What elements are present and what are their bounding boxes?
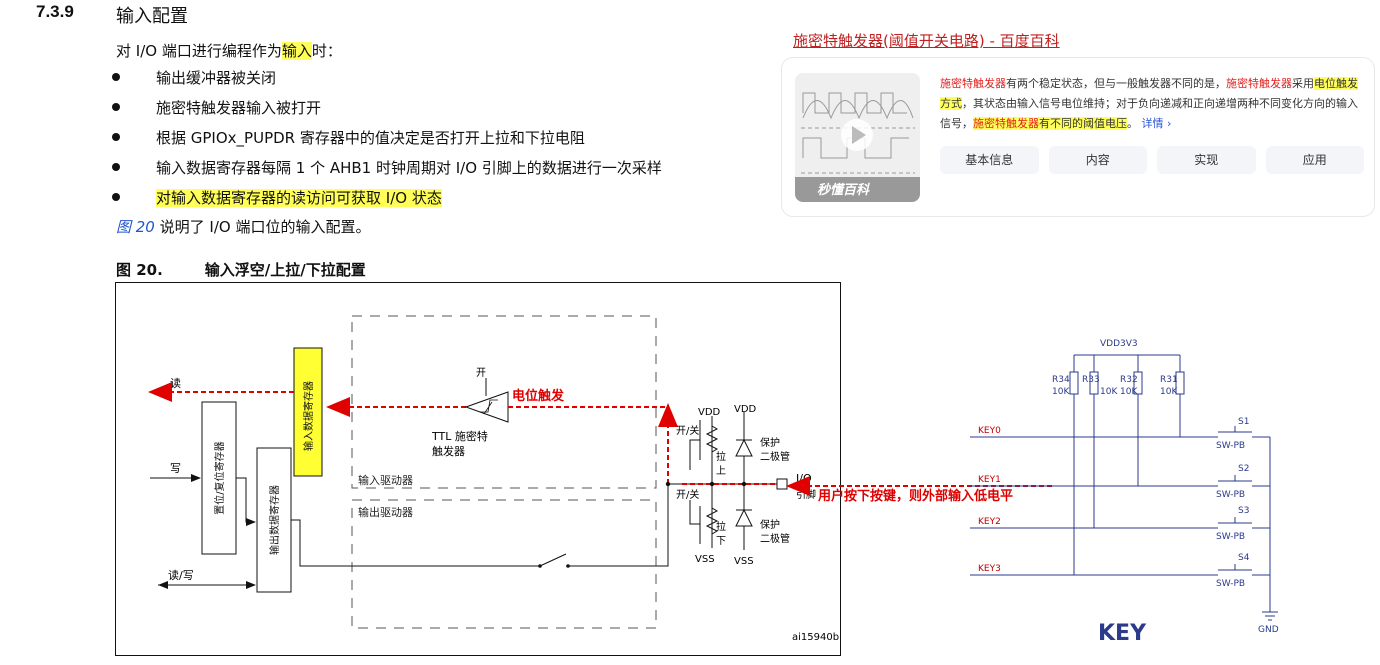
key-schematic <box>970 354 1278 621</box>
figure-box <box>115 282 841 656</box>
intro-text: 对 I/O 端口进行编程作为输入时： <box>116 40 342 61</box>
svg-text:VDD: VDD <box>698 407 721 418</box>
input-data-register <box>293 347 323 477</box>
intro-prefix: 对 I/O 端口进行编程作为 <box>116 42 282 60</box>
list-item: 输出缓冲器被关闭 <box>112 68 662 98</box>
annotation-key: 用户按下按键，则外部输入低电平 <box>817 488 1013 504</box>
tab-implementation[interactable]: 实现 <box>1157 146 1256 174</box>
svg-text:引脚: 引脚 <box>796 488 816 501</box>
svg-text:SW-PB: SW-PB <box>1216 532 1245 542</box>
section-title: 输入配置 <box>116 6 188 27</box>
svg-text:拉: 拉 <box>716 520 726 533</box>
io-pin <box>776 478 788 490</box>
svg-text:R31: R31 <box>1160 375 1178 385</box>
svg-text:输入数据寄存器: 输入数据寄存器 <box>302 381 315 451</box>
svg-text:触发器: 触发器 <box>432 444 465 458</box>
svg-text:10K: 10K <box>1120 387 1138 397</box>
svg-text:ai15940b: ai15940b <box>792 632 839 643</box>
svg-text:输出数据寄存器: 输出数据寄存器 <box>268 485 281 555</box>
tab-application[interactable]: 应用 <box>1265 146 1364 174</box>
svg-text:开/关: 开/关 <box>676 488 699 501</box>
svg-text:读/写: 读/写 <box>168 568 194 582</box>
output-driver-label: 输出驱动器 <box>358 505 413 519</box>
section-number: 7.3.9 <box>36 2 74 21</box>
svg-text:上: 上 <box>716 465 726 477</box>
svg-text:R32: R32 <box>1120 375 1138 385</box>
svg-text:开/关: 开/关 <box>676 424 699 437</box>
video-thumbnail[interactable]: 秒懂百科 <box>795 73 920 202</box>
svg-text:10K: 10K <box>1052 387 1070 397</box>
thumb-watermark: 秒懂百科 <box>817 182 870 198</box>
intro-highlight: 输入 <box>281 42 312 60</box>
bullet-icon <box>112 133 120 141</box>
set-reset-register <box>201 401 237 555</box>
svg-text:R33: R33 <box>1082 375 1100 385</box>
svg-text:S3: S3 <box>1238 506 1249 516</box>
svg-text:SW-PB: SW-PB <box>1216 579 1245 589</box>
svg-text:下: 下 <box>716 536 726 547</box>
baike-tabs: 基本信息 内容 实现 应用 <box>940 146 1364 174</box>
svg-text:S1: S1 <box>1238 417 1249 427</box>
svg-text:置位/复位寄存器: 置位/复位寄存器 <box>213 441 226 514</box>
output-data-register <box>256 447 292 593</box>
bullet-icon <box>112 103 120 111</box>
svg-text:VDD3V3: VDD3V3 <box>1100 339 1138 349</box>
svg-text:VDD: VDD <box>734 404 757 415</box>
svg-text:拉: 拉 <box>716 450 726 463</box>
svg-text:VSS: VSS <box>695 554 715 565</box>
svg-text:保护: 保护 <box>760 518 780 531</box>
svg-text:SW-PB: SW-PB <box>1216 490 1245 500</box>
figure-caption: 图 20.输入浮空/上拉/下拉配置 <box>116 261 366 279</box>
bullet-icon <box>112 73 120 81</box>
figure-link[interactable]: 图 20 <box>116 218 155 236</box>
key-title: KEY <box>1098 621 1147 646</box>
svg-text:KEY1: KEY1 <box>978 475 1001 485</box>
list-item: 施密特触发器输入被打开 <box>112 98 662 128</box>
svg-text:10K: 10K <box>1160 387 1178 397</box>
svg-text:SW-PB: SW-PB <box>1216 441 1245 451</box>
svg-text:KEY0: KEY0 <box>978 426 1001 436</box>
input-driver-label: 输入驱动器 <box>358 473 413 487</box>
svg-text:读: 读 <box>170 376 181 390</box>
bullet-icon <box>112 163 120 171</box>
svg-text:KEY3: KEY3 <box>978 564 1001 574</box>
svg-text:二极管: 二极管 <box>760 532 790 545</box>
baike-description: 施密特触发器有两个稳定状态，但与一般触发器不同的是，施密特触发器采用电位触发方式… <box>940 77 1358 130</box>
svg-text:GND: GND <box>1258 625 1279 635</box>
more-link[interactable]: 详情 › <box>1141 117 1172 130</box>
output-driver-region <box>351 499 657 629</box>
annotation-trigger: 电位触发 <box>512 388 565 404</box>
bullet-icon <box>112 193 120 201</box>
baike-title-link[interactable]: 施密特触发器(阈值开关电路) - 百度百科 <box>793 32 1060 50</box>
list-item: 根据 GPIOx_PUPDR 寄存器中的值决定是否打开上拉和下拉电阻 <box>112 128 662 158</box>
list-item: 对输入数据寄存器的读访问可获取 I/O 状态 <box>112 188 662 218</box>
svg-text:保护: 保护 <box>760 436 780 449</box>
svg-text:TTL 施密特: TTL 施密特 <box>431 429 488 443</box>
figure-reference: 图 20 说明了 I/O 端口位的输入配置。 <box>116 218 371 236</box>
intro-suffix: 时： <box>311 42 342 60</box>
input-driver-region <box>351 315 657 489</box>
svg-text:I/O: I/O <box>796 472 812 485</box>
svg-text:KEY2: KEY2 <box>978 517 1001 527</box>
svg-text:S4: S4 <box>1238 553 1250 563</box>
svg-text:VSS: VSS <box>734 556 754 567</box>
svg-text:写: 写 <box>170 462 181 475</box>
svg-text:二极管: 二极管 <box>760 450 790 463</box>
bullet-list: 输出缓冲器被关闭 施密特触发器输入被打开 根据 GPIOx_PUPDR 寄存器中… <box>112 68 662 218</box>
svg-text:10K: 10K <box>1100 387 1118 397</box>
list-item: 输入数据寄存器每隔 1 个 AHB1 时钟周期对 I/O 引脚上的数据进行一次采… <box>112 158 662 188</box>
svg-text:开: 开 <box>476 368 486 379</box>
tab-basic-info[interactable]: 基本信息 <box>940 146 1039 174</box>
schmitt-trigger-icon <box>464 391 509 423</box>
tab-content[interactable]: 内容 <box>1048 146 1147 174</box>
svg-text:S2: S2 <box>1238 464 1249 474</box>
svg-text:R34: R34 <box>1052 375 1070 385</box>
